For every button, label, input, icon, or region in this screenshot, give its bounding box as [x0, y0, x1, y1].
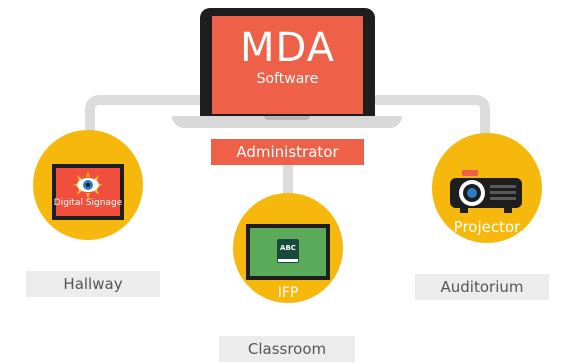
laptop-notch — [264, 116, 310, 120]
administrator-banner: Administrator — [211, 139, 364, 165]
laptop-display: MDA Software — [212, 16, 363, 114]
eye-sun-icon — [73, 171, 103, 199]
digital-signage-text: Digital Signage — [53, 198, 123, 208]
book-icon — [277, 239, 299, 263]
book-title-text: ABC — [280, 244, 296, 252]
hallway-label: Hallway — [26, 271, 160, 297]
software-subtitle: Software — [256, 71, 319, 87]
projector-label: Projector — [453, 218, 521, 236]
projector-icon — [450, 170, 522, 213]
auditorium-label: Auditorium — [415, 274, 549, 300]
ifp-label: IFP — [277, 285, 299, 301]
book-pages — [278, 259, 298, 262]
classroom-label: Classroom — [219, 336, 355, 362]
laptop-base — [172, 116, 402, 128]
software-title: MDA — [240, 25, 335, 71]
